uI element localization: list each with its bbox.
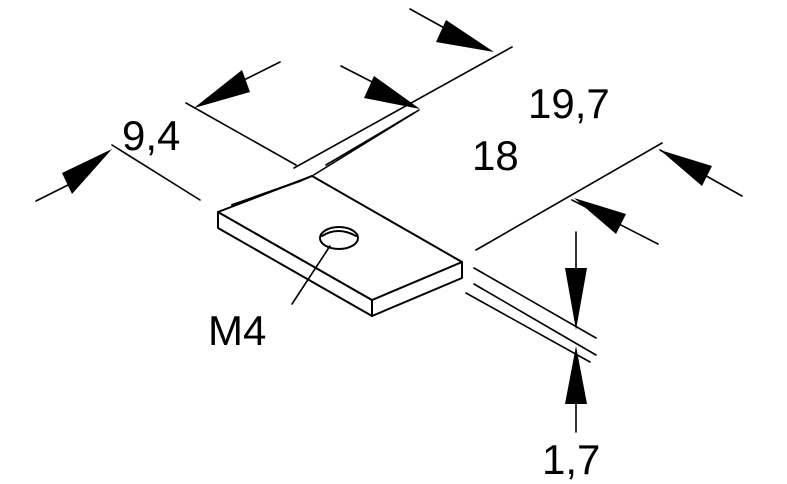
plate bbox=[217, 175, 463, 317]
dimension-thickness bbox=[465, 231, 597, 433]
dimension-width bbox=[35, 61, 297, 202]
dimension-right-inner-arrow bbox=[574, 198, 626, 234]
hole bbox=[319, 226, 359, 250]
thread-leader-line bbox=[291, 245, 331, 305]
dimension-width-label: 9,4 bbox=[122, 112, 180, 159]
thread-label: M4 bbox=[208, 307, 266, 354]
dimension-length-inner-arrow bbox=[364, 76, 420, 109]
dimension-right bbox=[475, 142, 743, 251]
dimension-width-arrow-upper bbox=[194, 70, 250, 108]
dimension-thickness-label: 1,7 bbox=[542, 436, 600, 483]
dimension-thickness-arrow-top bbox=[565, 268, 587, 330]
dimension-length-outer-arrow bbox=[436, 20, 494, 52]
dimension-length-inner-label: 18 bbox=[472, 132, 519, 179]
dimension-thickness-arrow-bottom bbox=[565, 346, 587, 404]
dimension-length-outer-label: 19,7 bbox=[528, 80, 610, 127]
dimension-length bbox=[293, 8, 513, 177]
dimension-width-arrow-lower bbox=[62, 149, 112, 194]
dimension-right-outer-arrow bbox=[660, 150, 712, 186]
